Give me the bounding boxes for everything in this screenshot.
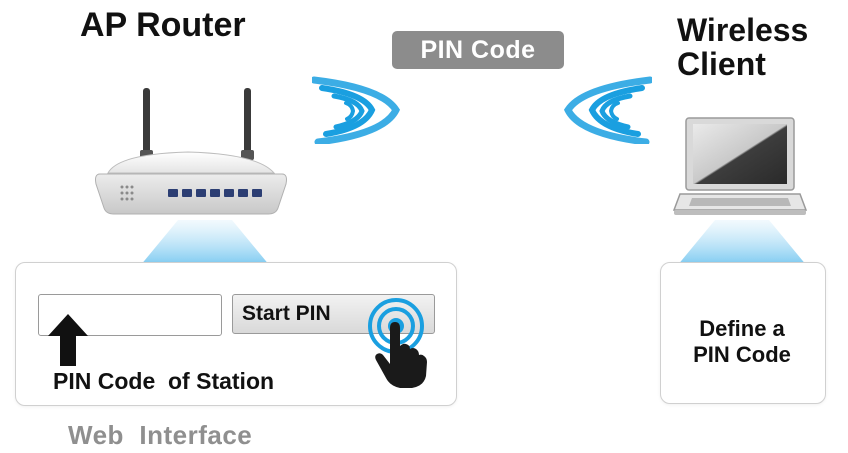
press-ripple-icon — [368, 298, 427, 388]
web-interface-caption: Web Interface — [68, 420, 253, 450]
ap-router-title: AP Router — [80, 6, 246, 44]
router-beam — [140, 220, 270, 266]
signal-waves-icon — [563, 76, 652, 144]
wireless-client-title-line1: Wireless — [677, 12, 809, 48]
define-pin-code-line1: Define a — [699, 316, 785, 341]
laptop-icon — [672, 117, 808, 215]
pin-code-badge: PIN Code — [392, 31, 564, 69]
define-pin-code-line2: PIN Code — [693, 342, 791, 368]
define-pin-code-label: Define a PIN Code — [660, 316, 824, 369]
signal-waves-icon — [312, 76, 401, 144]
laptop-beam — [677, 220, 807, 266]
arrow-up-icon — [48, 314, 88, 366]
client-panel — [660, 262, 826, 404]
pin-code-of-station-label: PIN Code of Station — [53, 368, 275, 394]
pointing-hand-icon — [375, 322, 427, 388]
wireless-client-title: Wireless Client — [677, 12, 809, 82]
router-icon — [95, 88, 287, 215]
wireless-client-title-line2: Client — [677, 45, 766, 82]
